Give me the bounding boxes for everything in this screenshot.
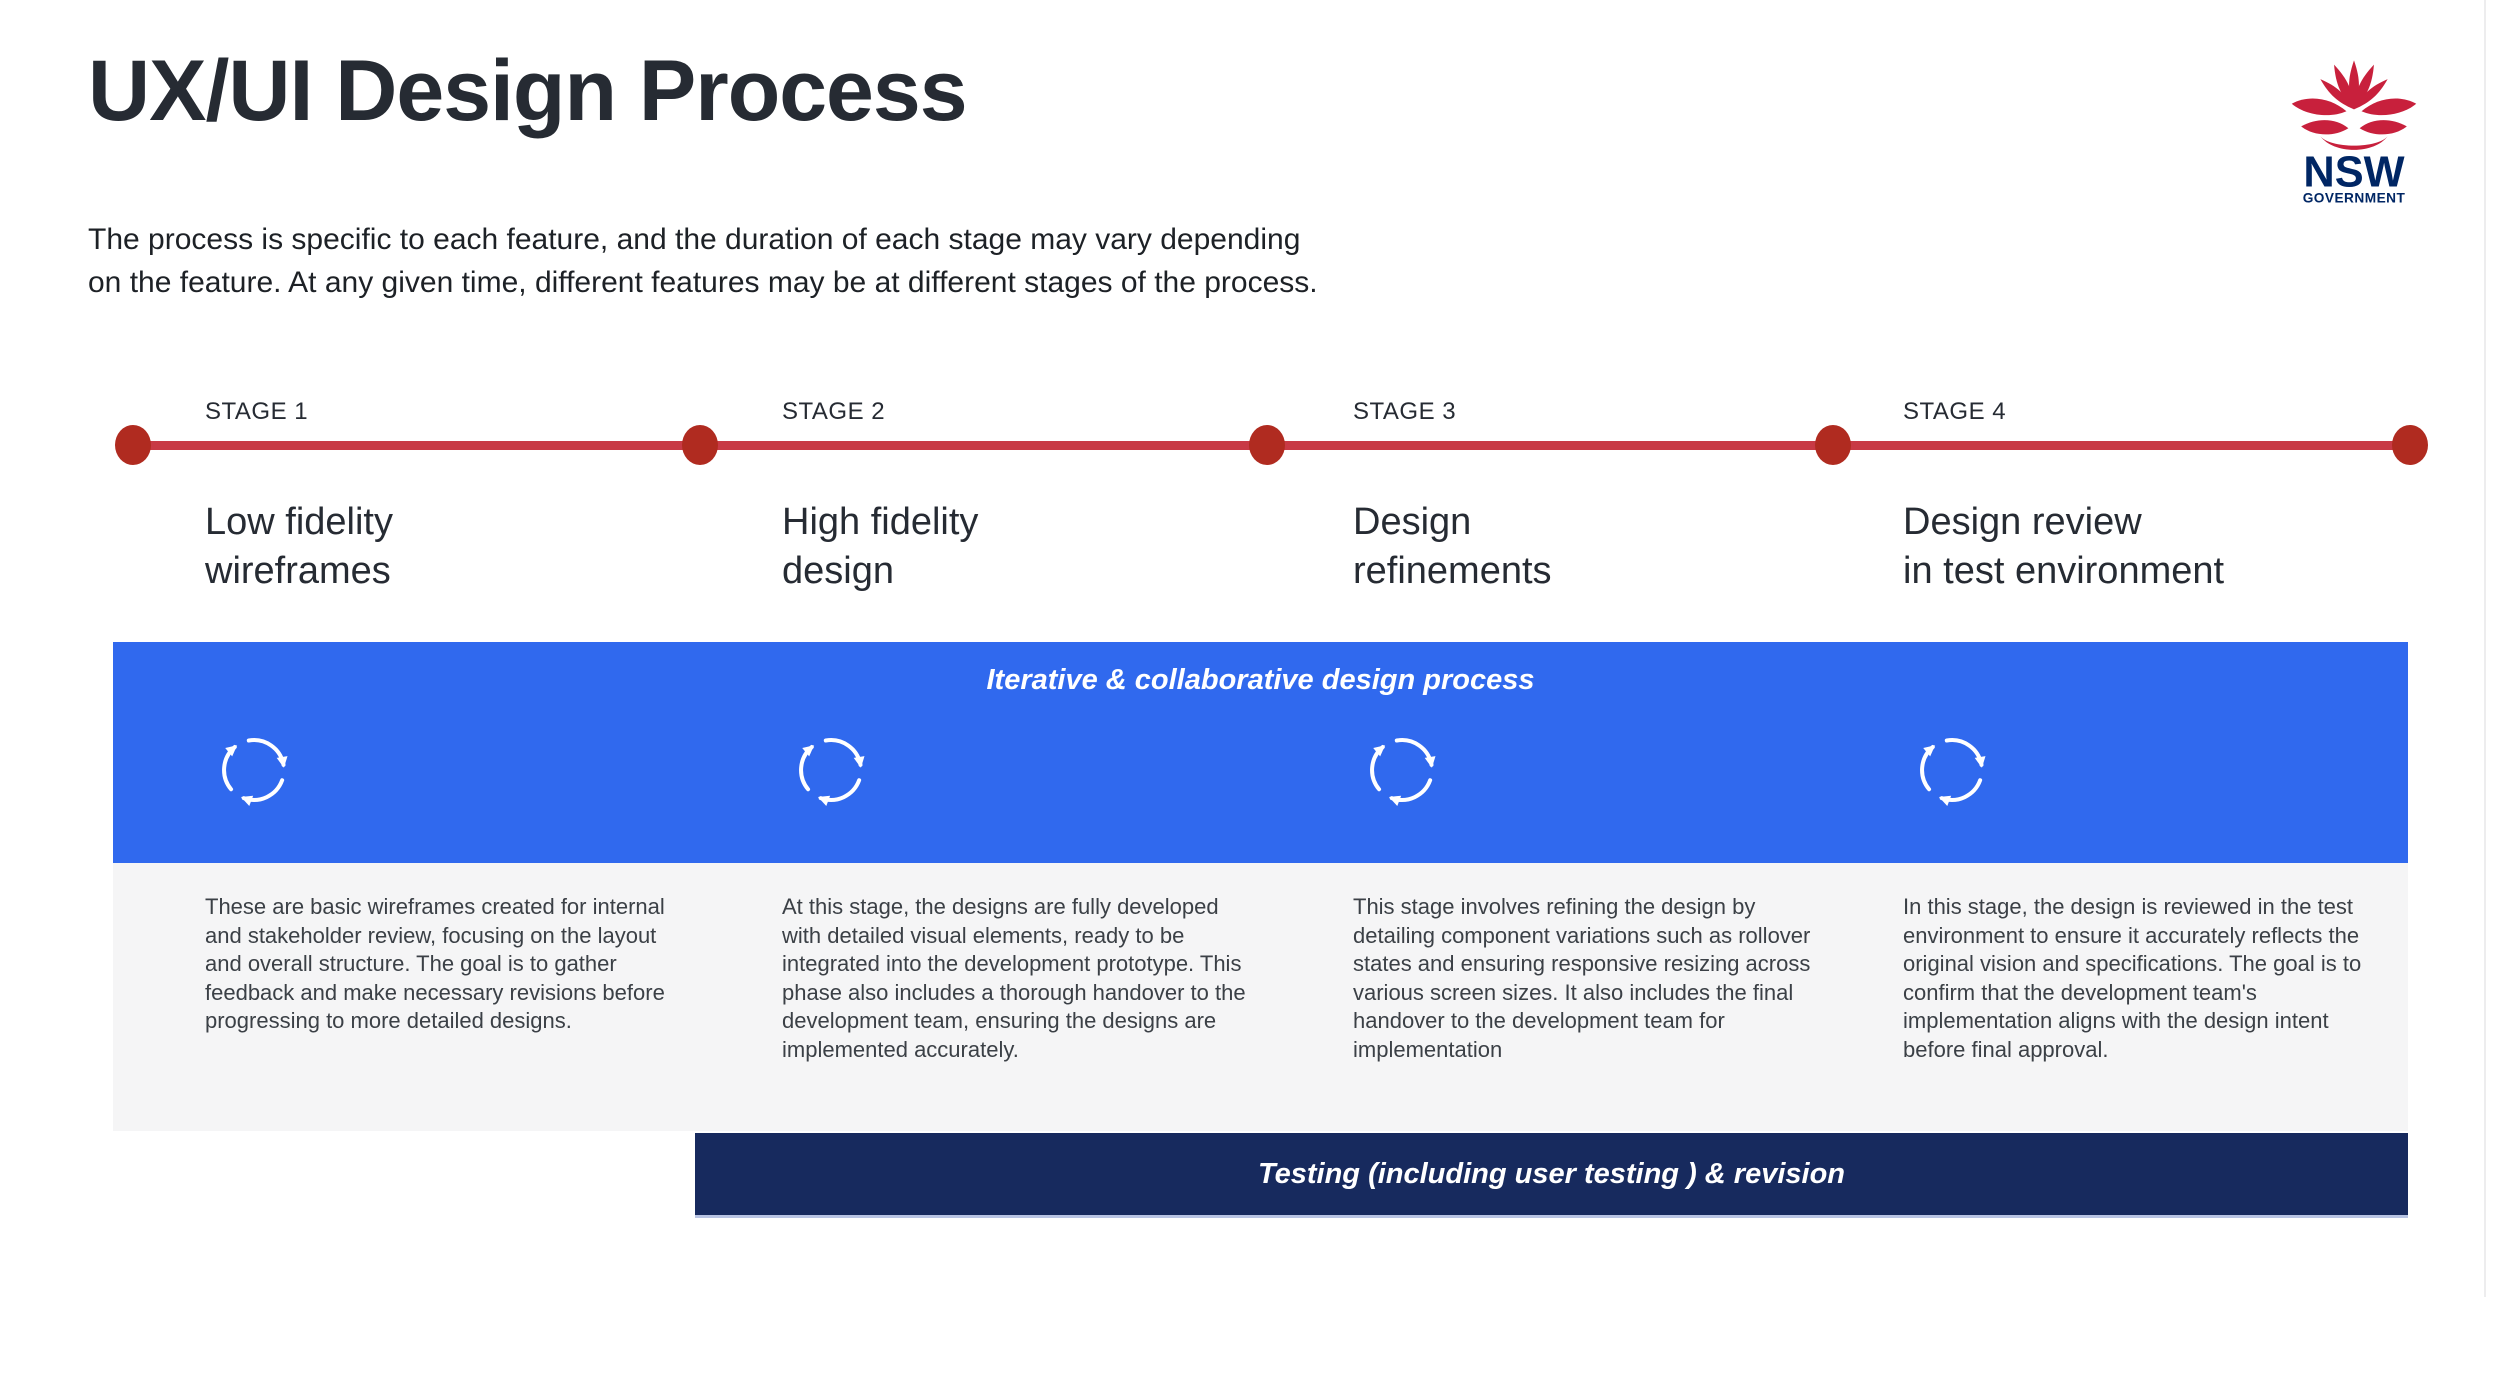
stage-label: STAGE 4 bbox=[1903, 398, 2007, 425]
timeline-dot bbox=[682, 425, 718, 465]
page-subtitle: The process is specific to each feature,… bbox=[88, 223, 1318, 299]
iteration-cycle-icon bbox=[1908, 738, 1988, 814]
description-panel bbox=[113, 863, 2408, 1131]
waratah-icon bbox=[2291, 60, 2417, 150]
stage-label: STAGE 3 bbox=[1353, 398, 1457, 425]
nsw-government-logo: NSW GOVERNMENT bbox=[2291, 60, 2417, 206]
testing-banner-label: Testing (including user testing ) & revi… bbox=[1257, 1157, 1846, 1190]
iterative-banner: Iterative & collaborative design process bbox=[113, 642, 2408, 863]
logo-org-text: NSW bbox=[2303, 149, 2404, 197]
stage-label: STAGE 1 bbox=[205, 398, 309, 425]
stage-column-1: STAGE 1 Low fidelity wireframes bbox=[205, 398, 685, 596]
stage-title: Design refinements bbox=[1353, 501, 1552, 592]
logo-division-text: GOVERNMENT bbox=[2303, 191, 2406, 206]
page-title: UX/UI Design Process bbox=[88, 43, 968, 139]
timeline-dot bbox=[2392, 425, 2428, 465]
window-edge-line bbox=[2484, 0, 2486, 1297]
stage-label: STAGE 2 bbox=[782, 398, 886, 425]
stage-column-2: STAGE 2 High fidelity design bbox=[782, 398, 1262, 596]
stage-description: In this stage, the design is reviewed in… bbox=[1903, 894, 2362, 1062]
stage-column-3: STAGE 3 Design refinements bbox=[1353, 398, 1833, 596]
stage-title: Low fidelity wireframes bbox=[205, 501, 393, 592]
iteration-cycle-icon bbox=[787, 738, 867, 814]
timeline-dot bbox=[1249, 425, 1285, 465]
stage-title: High fidelity design bbox=[782, 501, 979, 592]
testing-banner: Testing (including user testing ) & revi… bbox=[695, 1133, 2408, 1218]
timeline-dot bbox=[1815, 425, 1851, 465]
stage-description: These are basic wireframes created for i… bbox=[205, 894, 665, 1033]
iteration-cycle-icon bbox=[1358, 738, 1438, 814]
iteration-cycle-icon bbox=[210, 738, 290, 814]
timeline-dot bbox=[115, 425, 151, 465]
stage-column-4: STAGE 4 Design review in test environmen… bbox=[1903, 398, 2383, 596]
stage-title: Design review in test environment bbox=[1903, 501, 2225, 592]
stage-description: At this stage, the designs are fully dev… bbox=[782, 894, 1246, 1062]
iterative-banner-label: Iterative & collaborative design process bbox=[986, 664, 1535, 696]
stage-description: This stage involves refining the design … bbox=[1353, 894, 1811, 1062]
